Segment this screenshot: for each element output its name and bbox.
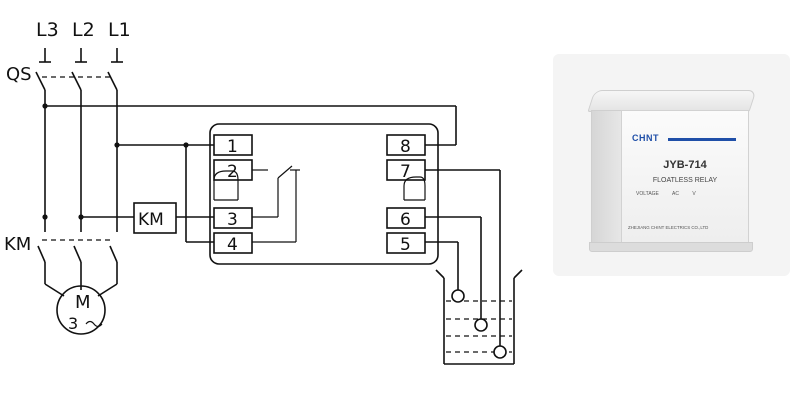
relay-pin-8: 8: [400, 137, 411, 157]
floatless-relay-body: [209, 123, 439, 265]
motor-label: M: [75, 292, 91, 313]
relay-photo-side: [591, 110, 625, 244]
relay-pin-6: 6: [400, 210, 411, 230]
motor-symbol: [56, 285, 106, 335]
product-model: JYB-714: [663, 159, 707, 171]
phase-label-l3: L3: [36, 19, 59, 41]
relay-pin-box-3: [213, 207, 253, 229]
relay-pin-box-5: [386, 232, 426, 254]
switch-label-qs: QS: [6, 64, 32, 85]
electrode-common: [493, 345, 507, 359]
voltage-label: VOLTAGE: [636, 191, 659, 197]
relay-pin-7: 7: [400, 162, 411, 182]
phase-conductors: [44, 90, 118, 232]
voltage-unit: V: [692, 191, 696, 197]
motor-leads: [44, 283, 118, 297]
relay-pin-2: 2: [227, 162, 238, 182]
product-voltage-row: VOLTAGE AC V: [636, 191, 708, 197]
contactor-contacts-km: [37, 239, 118, 284]
relay-photo-top: [587, 90, 757, 112]
phase-label-l2: L2: [72, 19, 95, 41]
relay-internal-contact: [252, 165, 300, 243]
electrode-wires: [425, 169, 501, 346]
coil-label-km: KM: [138, 210, 164, 230]
product-photo-relay: CHNT JYB-714 FLOATLESS RELAY VOLTAGE AC …: [553, 54, 790, 276]
relay-photo-base: [589, 242, 753, 252]
km-coil-box: [133, 202, 177, 234]
relay-pin-4: 4: [227, 235, 238, 255]
voltage-type: AC: [672, 191, 679, 197]
motor-phase-count: 3: [68, 314, 78, 333]
isolator-switch-qs: [35, 71, 118, 91]
relay-pin-box-8: [386, 134, 426, 156]
control-wire-l1-to-pins-1-4: [114, 142, 214, 243]
brand-stripe: [668, 138, 736, 141]
electrode-mid-level: [474, 318, 488, 332]
electrode-high-level: [451, 289, 465, 303]
relay-pin-box-1: [213, 134, 253, 156]
product-brand: CHNT: [632, 133, 659, 143]
wiring-schematic: L3 L2 L1 QS: [4, 19, 523, 365]
control-wire-l2-to-pin-3: [42, 214, 214, 220]
relay-pin-5: 5: [400, 235, 411, 255]
product-subtitle: FLOATLESS RELAY: [652, 177, 718, 184]
water-tank: [435, 269, 523, 365]
product-manufacturer: ZHEJIANG CHINT ELECTRICS CO.,LTD: [628, 225, 709, 230]
supply-terminals: [39, 48, 123, 63]
phase-label-l1: L1: [108, 19, 131, 41]
relay-photo-front: CHNT JYB-714 FLOATLESS RELAY VOLTAGE AC …: [621, 110, 749, 244]
relay-pin-1: 1: [227, 137, 238, 157]
relay-pin-3: 3: [227, 210, 238, 230]
contactor-label-km: KM: [4, 234, 31, 255]
motor-tilde-mark: [85, 320, 103, 328]
relay-pin-box-6: [386, 207, 426, 229]
relay-pin-box-4: [213, 232, 253, 254]
control-wire-l3-to-pin-8: [42, 103, 457, 146]
